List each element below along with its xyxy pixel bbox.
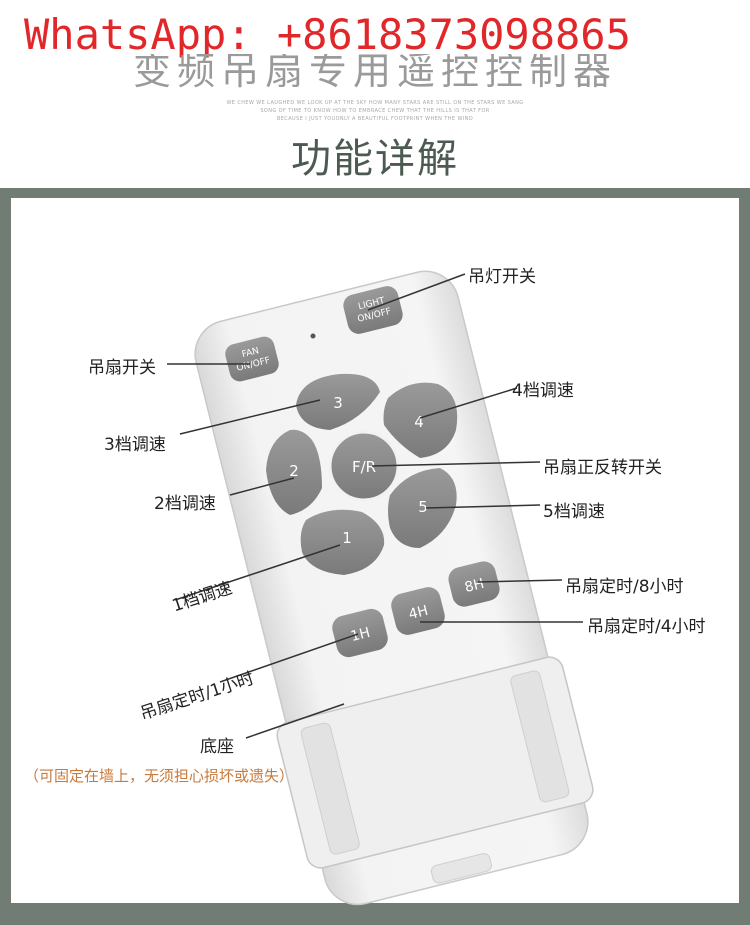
header-partial-title: 变频吊扇专用遥控控制器	[132, 54, 617, 90]
speed-3-button[interactable]: 3	[296, 373, 380, 430]
callout-lines	[167, 273, 583, 739]
speed-2-label: 2	[289, 462, 299, 480]
remote-body	[194, 270, 594, 906]
timer-1h-button[interactable]: 1H	[330, 606, 391, 659]
fan-onoff-button[interactable]: FAN ON/OFF	[223, 335, 281, 384]
whatsapp-watermark: WhatsApp: +8618373098865	[24, 10, 631, 59]
indicator-led	[310, 333, 316, 339]
timer-8h-button[interactable]: 8H	[446, 559, 502, 609]
timer-4h-button[interactable]: 4H	[389, 585, 448, 638]
callout-fan-switch: 吊扇开关	[88, 358, 156, 378]
reverse-key-label: F/R	[352, 458, 376, 476]
speed-4-button[interactable]: 4	[383, 382, 458, 458]
callout-timer-4h: 吊扇定时/4小时	[587, 617, 706, 637]
wall-base	[276, 656, 594, 869]
timer-1h-label: 1H	[349, 625, 372, 645]
speed-3-label: 3	[333, 394, 343, 412]
header-tagline-line-1: WE CHEW WE LAUGHED WE LOOK UP AT THE SKY…	[226, 100, 524, 106]
timer-8h-label: 8H	[463, 576, 486, 596]
speed-5-label: 5	[418, 498, 428, 516]
wall-mount-note: （可固定在墙上，无须担心损坏或遗失）	[24, 767, 295, 785]
callout-speed-4: 4档调速	[512, 381, 574, 401]
callout-reverse-switch: 吊扇正反转开关	[543, 458, 662, 478]
light-onoff-button[interactable]: LIGHT ON/OFF	[341, 284, 405, 336]
callout-light-switch: 吊灯开关	[468, 267, 536, 287]
speed-4-label: 4	[414, 413, 424, 431]
reverse-fr-button[interactable]: F/R	[328, 430, 400, 502]
speed-1-button[interactable]: 1	[300, 509, 385, 575]
callout-base: 底座	[200, 737, 234, 757]
speed-1-label: 1	[342, 529, 352, 547]
callout-timer-8h: 吊扇定时/8小时	[565, 577, 684, 597]
fan-key-line-1: FAN	[241, 346, 260, 360]
header-tagline-line-3: BECAUSE I JUST YOUONLY A BEAUTIFUL FOOTP…	[276, 116, 474, 122]
callout-speed-2: 2档调速	[154, 494, 216, 514]
callout-speed-5: 5档调速	[543, 502, 605, 522]
callout-speed-3: 3档调速	[104, 435, 166, 455]
speed-5-button[interactable]: 5	[388, 468, 457, 548]
timer-4h-label: 4H	[407, 603, 430, 623]
speed-2-button[interactable]: 2	[266, 429, 322, 515]
section-title: 功能详解	[291, 136, 459, 182]
header-tagline-line-2: SONG OF TIME TO KNOW HOW TO EMBRACE CHEW…	[260, 108, 490, 114]
